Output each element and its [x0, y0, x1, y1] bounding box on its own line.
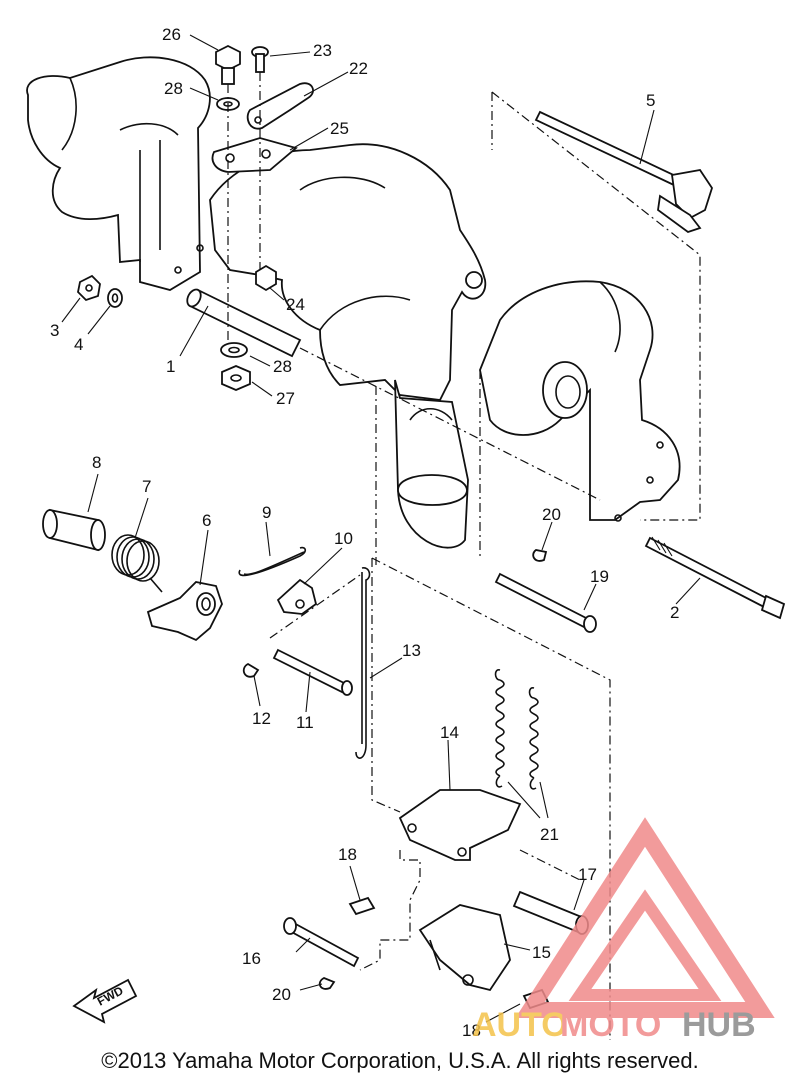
label-9: 9 — [262, 503, 271, 522]
guide-lines-lower — [359, 557, 611, 1040]
label-2: 2 — [670, 603, 679, 622]
label-10: 10 — [334, 529, 353, 548]
label-3: 3 — [50, 321, 59, 340]
watermark-moto: MOTO — [560, 1006, 661, 1044]
part-1-tube — [186, 288, 302, 358]
label-5: 5 — [646, 91, 655, 110]
part-11-pin — [272, 648, 353, 696]
part-5-rod — [534, 110, 713, 234]
part-20-clip-bottom — [318, 977, 336, 990]
label-20-bottom: 20 — [272, 985, 291, 1004]
part-24-nut — [255, 264, 277, 292]
label-11: 11 — [296, 713, 314, 732]
label-23: 23 — [313, 41, 332, 60]
label-8: 8 — [92, 453, 101, 472]
watermark-logo: AUTO MOTO HUB — [472, 817, 775, 1044]
label-28-bottom: 28 — [273, 357, 292, 376]
part-6-lever — [146, 581, 223, 642]
part-2-bolt — [644, 536, 786, 620]
label-4: 4 — [74, 335, 83, 354]
label-17: 17 — [578, 865, 597, 884]
label-13: 13 — [402, 641, 421, 660]
label-18-top: 18 — [338, 845, 357, 864]
label-19: 19 — [590, 567, 609, 586]
part-13-rod — [355, 567, 371, 759]
axis-lines-top — [227, 72, 261, 340]
part-12-clip — [242, 662, 260, 678]
label-7: 7 — [142, 477, 151, 496]
label-14: 14 — [440, 723, 459, 742]
label-28-top: 28 — [164, 79, 183, 98]
label-20-top: 20 — [542, 505, 561, 524]
fwd-arrow: FWD — [72, 978, 138, 1024]
label-15: 15 — [532, 943, 551, 962]
copyright-footer: ©2013 Yamaha Motor Corporation, U.S.A. A… — [101, 1048, 699, 1073]
part-21-springs — [494, 669, 539, 790]
label-26: 26 — [162, 25, 181, 44]
part-9-spring — [238, 546, 307, 577]
guide-box-5 — [491, 91, 701, 521]
part-14-arm — [398, 789, 522, 861]
part-26-bolt — [215, 44, 241, 85]
part-number-labels: 26 23 22 28 25 24 1 28 27 3 4 5 8 7 6 9 … — [50, 25, 679, 1040]
part-22-plate — [246, 82, 314, 130]
leader-21 — [507, 781, 549, 819]
label-16: 16 — [242, 949, 261, 968]
part-18-clip-top — [348, 896, 376, 916]
label-12: 12 — [252, 709, 271, 728]
label-27: 27 — [276, 389, 295, 408]
part-3-nut — [77, 274, 101, 302]
label-22: 22 — [349, 59, 368, 78]
label-6: 6 — [202, 511, 211, 530]
part-25-plate — [211, 137, 298, 173]
label-25: 25 — [330, 119, 349, 138]
callout-leaders — [61, 34, 701, 1023]
part-10-small-lever — [276, 578, 318, 615]
part-27-nut — [221, 365, 251, 391]
label-18-bottom: 18 — [462, 1021, 481, 1040]
left-clamp-bracket — [26, 56, 211, 291]
part-7-spring — [111, 534, 163, 593]
right-clamp-bracket — [479, 280, 681, 522]
part-16-bolt — [283, 917, 360, 968]
label-21: 21 — [540, 825, 559, 844]
swivel-bracket — [209, 143, 487, 549]
watermark-hub: HUB — [682, 1006, 756, 1044]
watermark-auto: AUTO — [472, 1006, 568, 1044]
part-19-pin — [494, 572, 597, 633]
part-23-screw — [251, 46, 269, 73]
part-4-washer — [107, 288, 123, 308]
part-15-lower-bracket — [418, 904, 511, 992]
guide-lines-mid — [375, 370, 481, 565]
axis-line-1 — [299, 347, 601, 501]
label-1: 1 — [166, 357, 175, 376]
part-28-washer-bottom — [220, 342, 248, 358]
part-8-sleeve — [42, 508, 106, 552]
label-24: 24 — [286, 295, 305, 314]
part-20-clip-top — [532, 549, 548, 562]
